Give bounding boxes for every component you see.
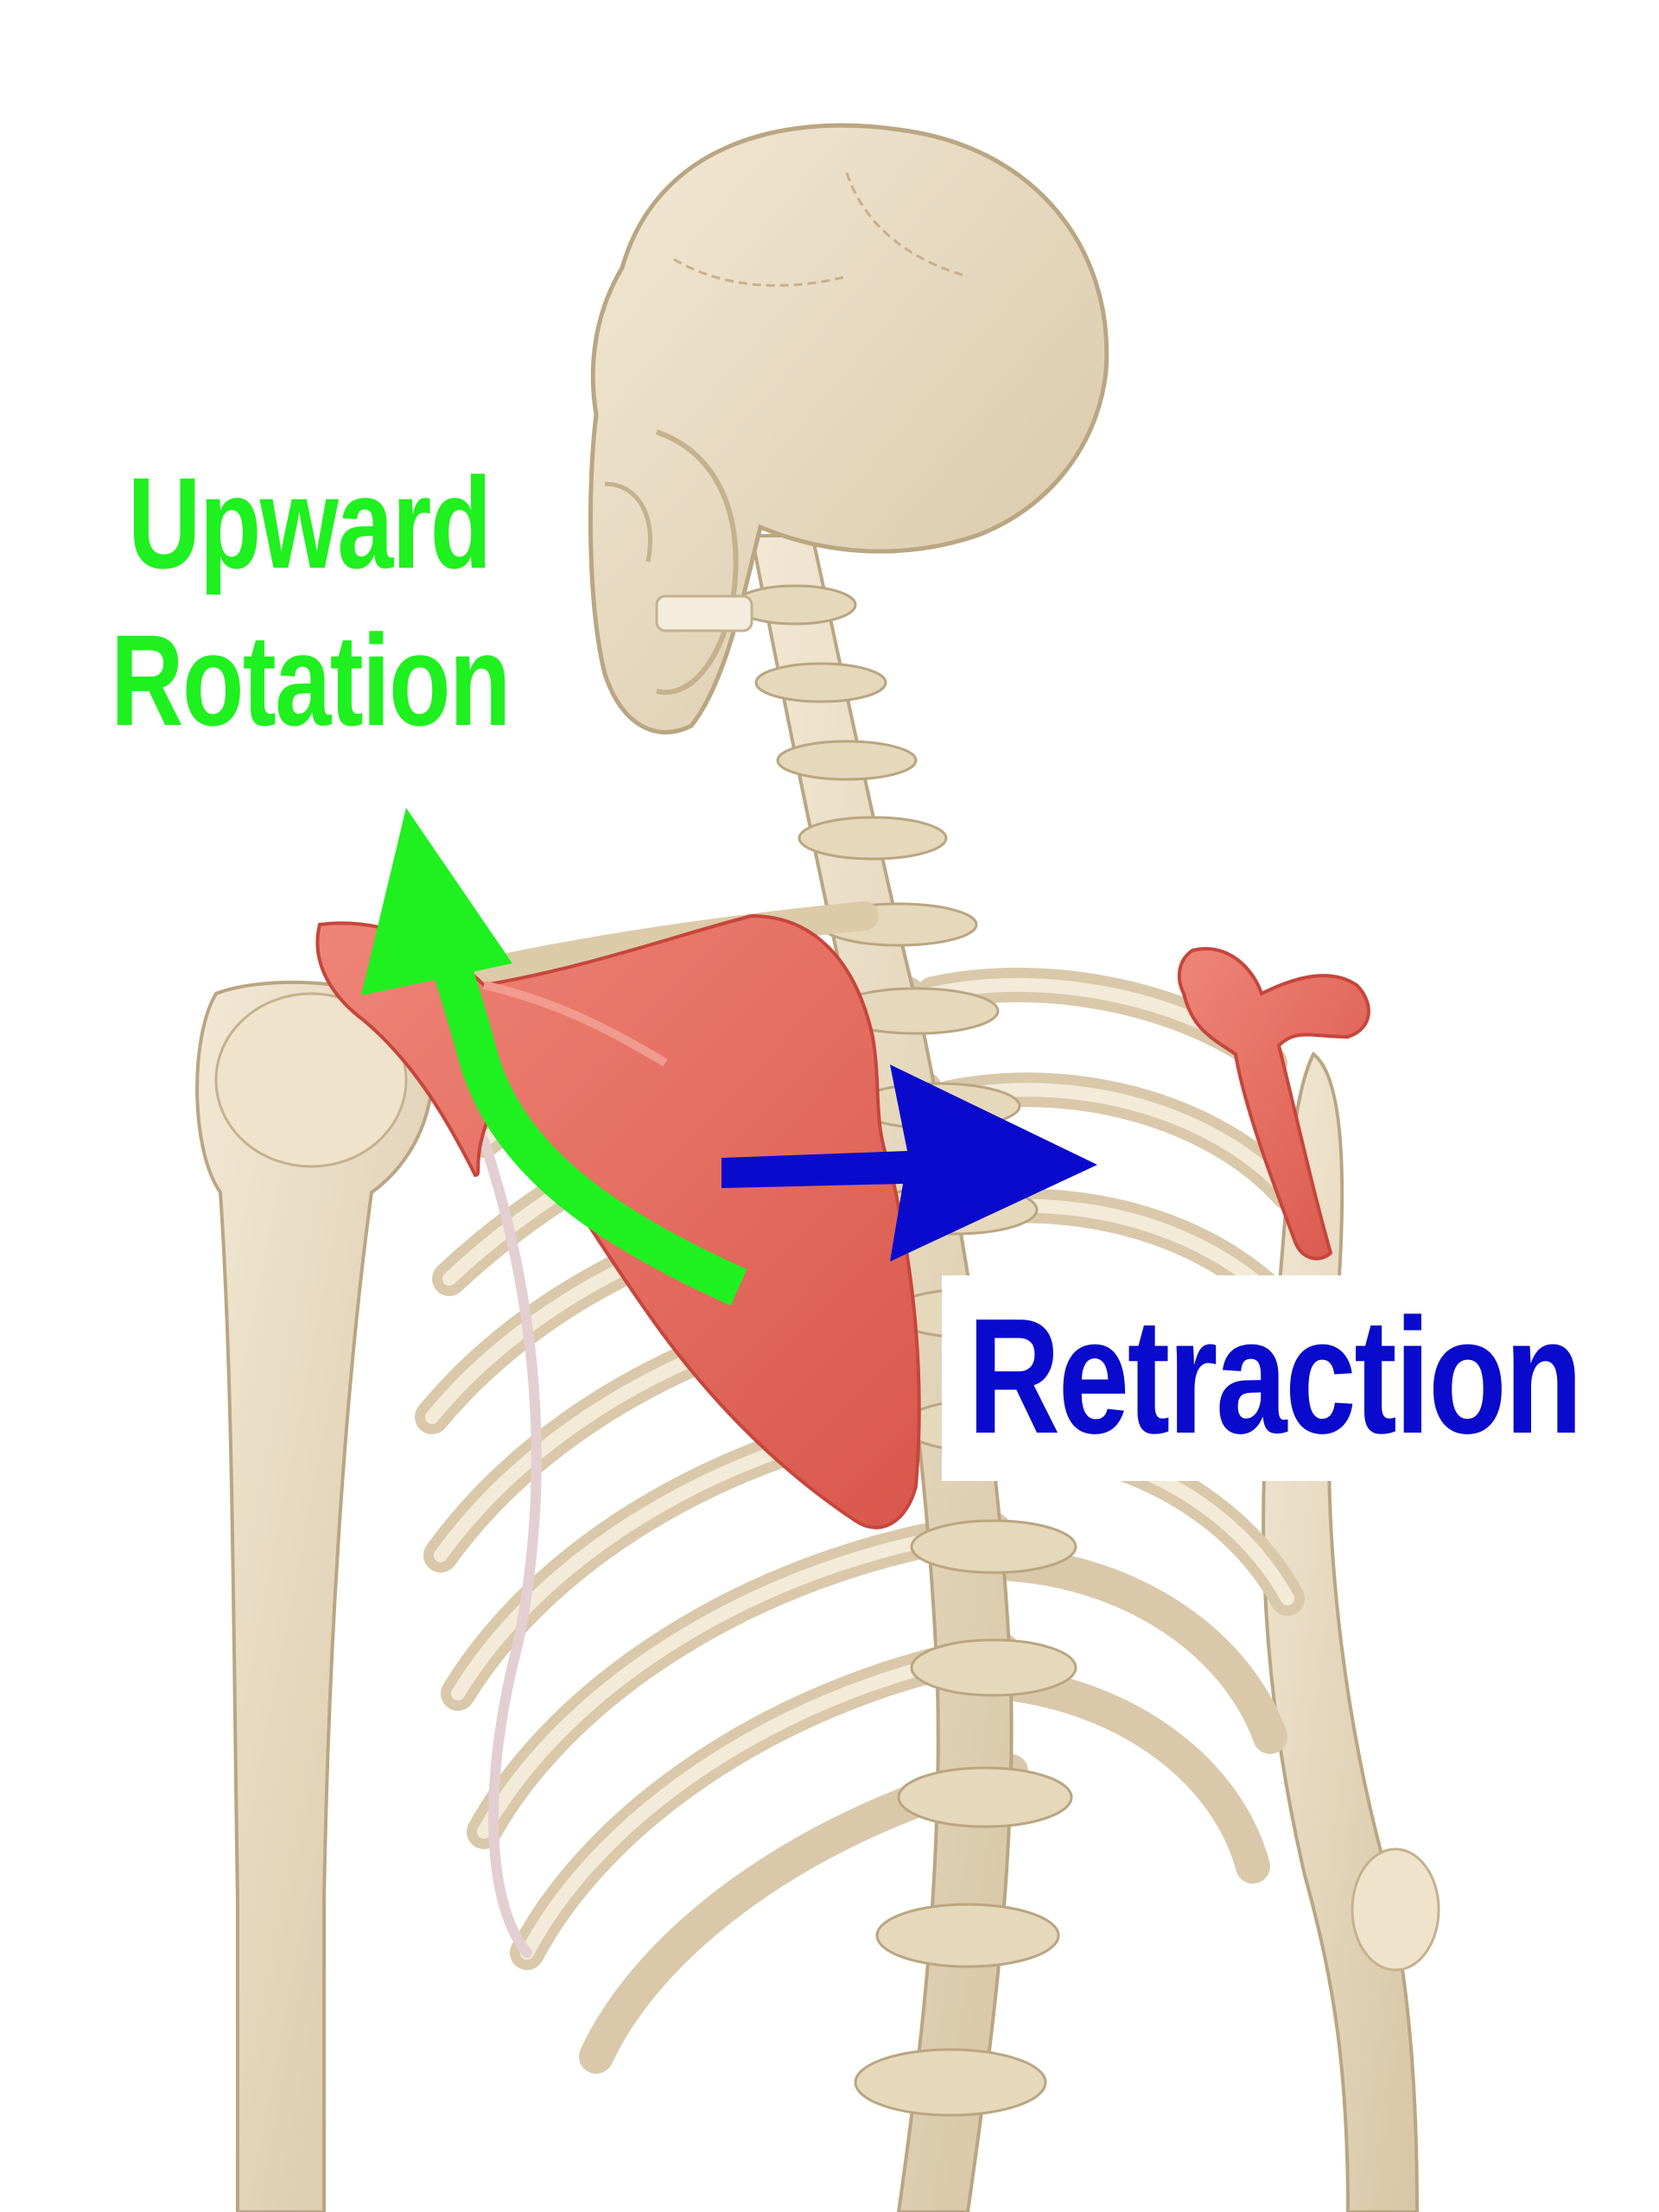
- label-rotation: Rotation: [111, 607, 511, 753]
- retraction-label-background: [942, 1275, 1659, 1481]
- left-humerus: [195, 980, 435, 2212]
- curved-arrow-up-icon: [361, 808, 747, 1306]
- label-upward: Upward: [128, 450, 492, 595]
- spine: [733, 534, 1077, 2212]
- label-retraction: Retraction: [968, 1285, 1583, 1468]
- scapula-opposite: [1177, 947, 1370, 1261]
- arrow-right-icon: [721, 1065, 1097, 1262]
- skull: [588, 123, 1109, 734]
